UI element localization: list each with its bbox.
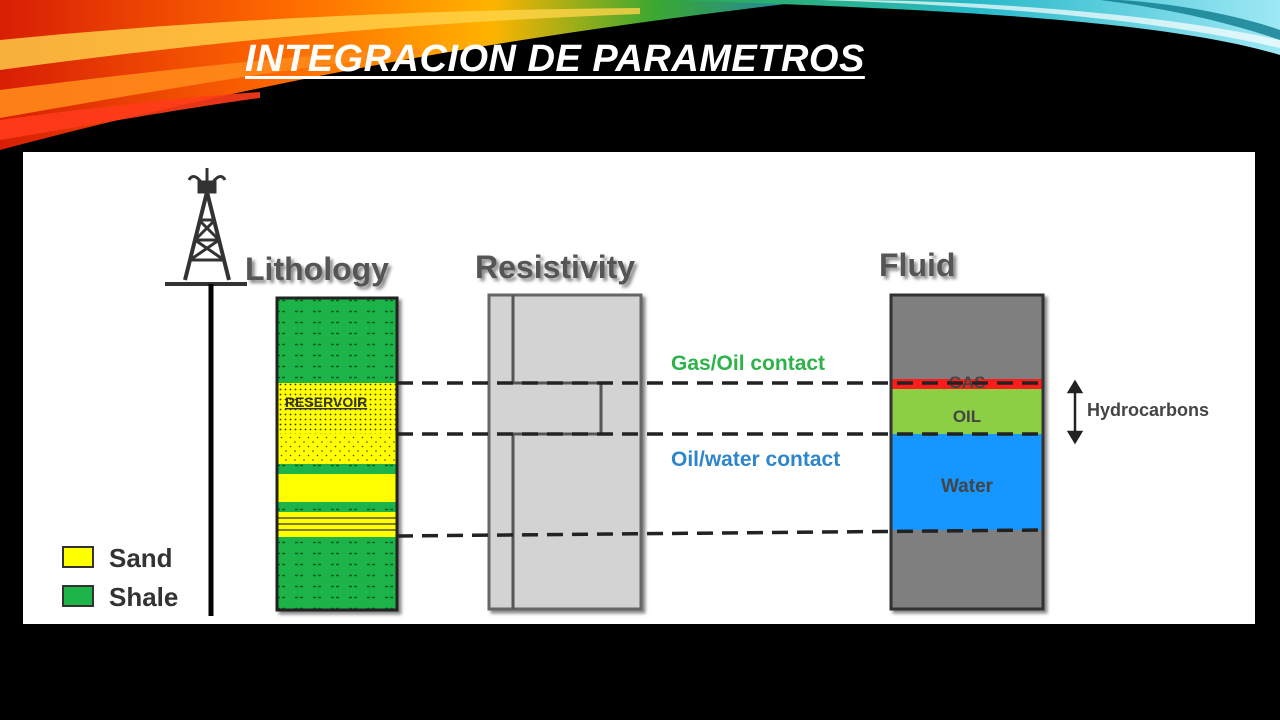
diagram-panel: Lithology Resistivity Fluid RESERVOIR GA…	[23, 152, 1255, 624]
fluid-column	[889, 293, 1045, 611]
oil-label: OIL	[953, 407, 981, 426]
oil-layer	[891, 389, 1043, 434]
lithology-column	[275, 296, 399, 612]
derrick-icon	[165, 168, 247, 616]
slide-title: INTEGRACION DE PARAMETROS	[245, 38, 865, 80]
resistivity-heading: Resistivity	[475, 249, 635, 285]
lithology-heading: Lithology	[245, 251, 389, 287]
sand-legend-label: Sand	[109, 543, 173, 573]
sand-layer	[277, 434, 397, 464]
sand-layer	[277, 474, 397, 502]
hydrocarbons-label: Hydrocarbons	[1087, 400, 1209, 420]
gas-oil-contact-label: Gas/Oil contact	[671, 352, 825, 375]
oil-water-contact-label: Oil/water contact	[671, 448, 840, 471]
reservoir-label: RESERVOIR	[285, 394, 367, 410]
shale-legend-swatch	[62, 585, 94, 607]
legend: Sand Shale	[62, 543, 178, 612]
resistivity-log-curve	[511, 295, 603, 609]
hydrocarbons-arrow-icon	[1066, 379, 1084, 445]
well-diagram: Lithology Resistivity Fluid RESERVOIR GA…	[62, 168, 1209, 616]
water-label: Water	[941, 476, 994, 497]
resistivity-column	[487, 293, 643, 611]
contact-lines	[396, 381, 1044, 538]
shale-legend-label: Shale	[109, 582, 178, 612]
water-layer	[891, 434, 1043, 530]
sand-legend-swatch	[62, 546, 94, 568]
decorative-banner	[0, 0, 1280, 150]
gas-label: GAS	[949, 373, 986, 392]
gas-layer	[891, 379, 1043, 389]
base-line	[396, 528, 1044, 538]
reservoir-sand-layer	[277, 383, 397, 434]
fluid-heading: Fluid	[879, 247, 955, 283]
